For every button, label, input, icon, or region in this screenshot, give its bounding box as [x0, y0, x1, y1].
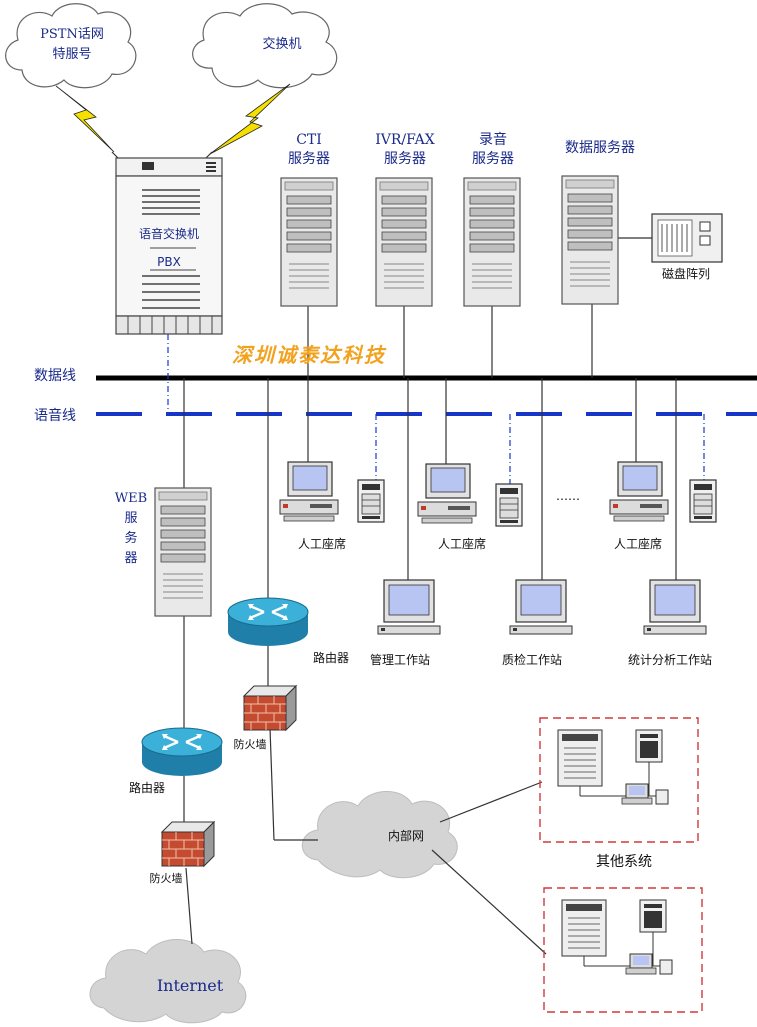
- web-label-1: WEB: [115, 491, 147, 506]
- data-line-label: 数据线: [34, 368, 76, 384]
- exchange-cloud: [192, 3, 338, 89]
- router-lower-label: 路由器: [129, 780, 165, 795]
- web-server: [154, 487, 212, 617]
- cti-label-1: CTI: [296, 132, 322, 148]
- other-system-box: [543, 887, 703, 1013]
- disk-array-label: 磁盘阵列: [662, 266, 710, 281]
- other-system-devices: [561, 899, 673, 975]
- pbx-label-1: 语音交换机: [139, 226, 199, 241]
- other-systems-label: 其他系统: [596, 854, 652, 870]
- pbx-unit: [115, 157, 223, 335]
- watermark: 深圳诚泰达科技: [232, 343, 387, 367]
- ivr-label-1: IVR/FAX: [375, 132, 435, 148]
- data-server-label: 数据服务器: [565, 140, 635, 156]
- agent-pc: [609, 461, 669, 522]
- phone-icon: [357, 479, 385, 523]
- ivr-label-2: 服务器: [384, 151, 426, 167]
- agent-pc: [279, 461, 339, 522]
- rec-label-2: 服务器: [472, 151, 514, 167]
- cti-label-2: 服务器: [288, 151, 330, 167]
- internet-label: Internet: [157, 976, 224, 995]
- web-label-4: 器: [124, 551, 137, 566]
- ivr-fax-server: [375, 177, 433, 307]
- data-server: [561, 175, 619, 305]
- management-workstation: [377, 579, 441, 635]
- qc-workstation: [509, 579, 573, 635]
- router-upper: [226, 596, 310, 648]
- pstn-cloud: [5, 3, 137, 89]
- agent-label-2: 人工座席: [438, 536, 486, 551]
- stats-ws-label: 统计分析工作站: [628, 653, 712, 667]
- mgmt-ws-label: 管理工作站: [370, 652, 430, 667]
- firewall-lower: [161, 821, 215, 867]
- pstn-label-line1: PSTN话网: [40, 27, 104, 42]
- intranet-label: 内部网: [388, 828, 424, 843]
- lightning-icon: [55, 85, 115, 153]
- internet-cloud: [89, 939, 247, 1024]
- disk-array: [651, 213, 723, 263]
- rec-label-1: 录音: [479, 131, 507, 148]
- qc-ws-label: 质检工作站: [502, 652, 562, 667]
- agent-label-1: 人工座席: [298, 536, 346, 551]
- exchange-label: 交换机: [262, 36, 301, 52]
- web-label-2: 服: [124, 511, 137, 526]
- cti-server: [280, 177, 338, 307]
- recording-server: [463, 177, 521, 307]
- phone-icon: [689, 479, 717, 523]
- ellipsis-label: ……: [556, 489, 580, 503]
- voice-line-label: 语音线: [34, 407, 76, 424]
- other-system-box: [539, 717, 699, 843]
- pbx-label-2: PBX: [157, 255, 181, 269]
- phone-icon: [495, 483, 523, 527]
- lightning-icon: [209, 83, 291, 155]
- firewall-upper: [243, 685, 297, 731]
- agent-label-3: 人工座席: [614, 536, 662, 551]
- other-system-devices: [557, 729, 669, 805]
- firewall-lower-label: 防火墙: [150, 871, 183, 885]
- intranet-cloud: [301, 791, 458, 879]
- router-lower: [140, 726, 224, 778]
- firewall-upper-label: 防火墙: [234, 737, 267, 751]
- web-label-3: 务: [124, 530, 137, 546]
- stats-workstation: [643, 579, 707, 635]
- pstn-label-line2: 特服号: [52, 47, 91, 62]
- router-upper-label: 路由器: [313, 650, 349, 665]
- agent-pc: [417, 463, 477, 524]
